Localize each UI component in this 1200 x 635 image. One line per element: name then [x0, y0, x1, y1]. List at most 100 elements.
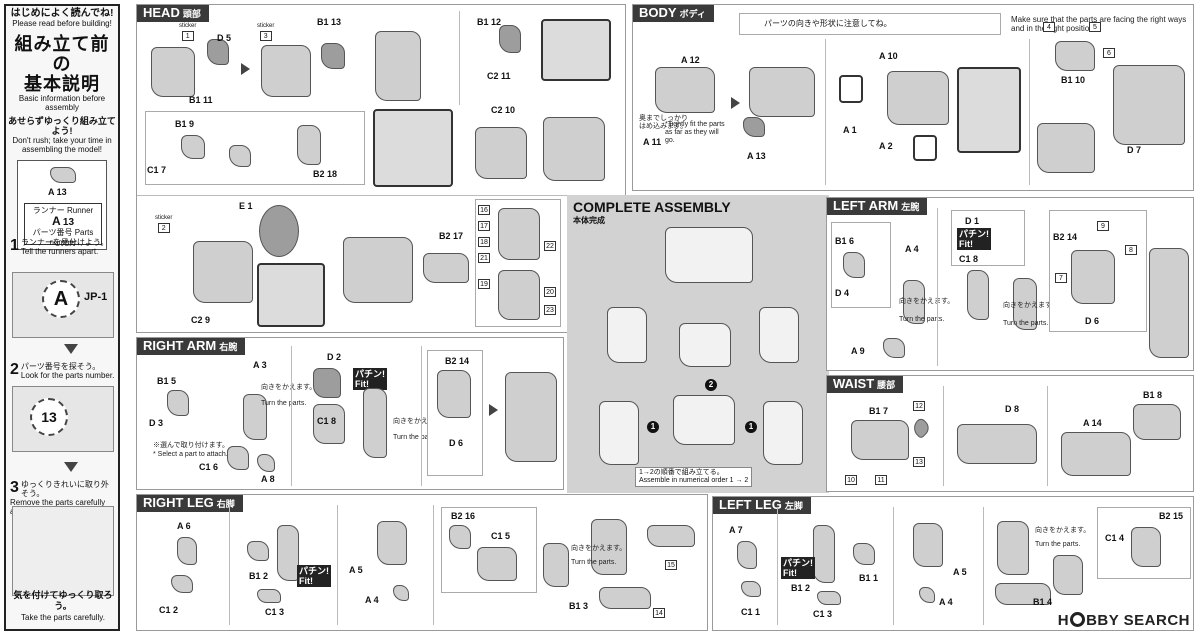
leg-part-illustration [853, 543, 875, 565]
title-jp-line2: 基本説明 [24, 74, 100, 94]
sticker-ref: 8 [1125, 244, 1137, 255]
turn-note-jp: 向きをかえます。 [261, 384, 317, 391]
part-label: B1 3 [569, 601, 589, 611]
assembly-order-jp: 1→2の順番で組み立てる。 [639, 469, 724, 476]
fit-jp: パチン! [783, 558, 813, 568]
arm-part-illustration [167, 390, 189, 416]
part-label: D 5 [217, 33, 232, 43]
parts-circle: 13 [30, 398, 68, 436]
sticker-word: sticker [179, 23, 197, 29]
sticker-num: 3 [259, 31, 272, 41]
part-label: A 5 [349, 565, 363, 575]
step-divider [937, 208, 938, 366]
sticker-ref: 5 [1089, 21, 1101, 32]
fit-en: Fit! [959, 239, 973, 249]
hand-part-illustration [227, 446, 249, 470]
assembly-order-note: 1→2の順番で組み立てる。 Assemble in numerical orde… [635, 467, 753, 487]
care-en: Take the parts carefully. [21, 613, 105, 622]
step-2: 2 パーツ番号を探そう。 Look for the parts number. [10, 362, 116, 381]
arm-part-illustration [243, 394, 267, 440]
sticker-num: 1 [181, 31, 194, 41]
leg-part-illustration [591, 519, 627, 575]
part-label: B1 8 [1143, 390, 1163, 400]
body-assembled-illustration [679, 323, 731, 367]
left-arm-title-en: LEFT ARM [833, 198, 899, 213]
face-sticker-illustration [498, 270, 540, 320]
arrow-right-icon [731, 97, 740, 109]
leg-part-illustration [177, 537, 197, 565]
subtitle-en: Basic information before assembly [18, 94, 106, 112]
arrow-right-icon [489, 404, 498, 416]
left-arm-assembled-illustration [759, 307, 799, 363]
waist-part-illustration [957, 424, 1037, 464]
step-3-jp: ゆっくりきれいに取り外そう。 [20, 480, 109, 498]
assembly-order-en: Assemble in numerical order 1 → 2 [639, 477, 749, 484]
sticker-num: 18 [478, 237, 490, 247]
body-part-illustration [1113, 65, 1185, 145]
step-1-en: Tell the runners apart. [20, 247, 99, 256]
sticker-ref: 22 [544, 240, 556, 251]
step-2-en: Look for the parts number. [20, 371, 115, 380]
head-part-illustration [193, 241, 253, 303]
waist-title-en: WAIST [833, 376, 875, 391]
part-label: B2 15 [1159, 511, 1184, 521]
arm-part-illustration [843, 252, 865, 278]
sticker-ref: 11 [875, 474, 887, 485]
head-part-illustration [375, 31, 421, 101]
sticker-ref: 15 [665, 559, 677, 570]
sticker-num: 12 [913, 401, 925, 411]
part-label: A 4 [939, 597, 953, 607]
part-label: B1 6 [835, 236, 855, 246]
fit-jp: パチン! [355, 369, 385, 379]
sticker-ref: 14 [653, 607, 665, 618]
head-assembled-illustration [665, 227, 753, 283]
sticker-ref: sticker 1 [179, 23, 196, 41]
part-label: B1 4 [1033, 597, 1053, 607]
leg-part-illustration [817, 591, 841, 605]
tip-jp: 奥までしっかりはめ込みます。 [639, 115, 688, 130]
waist-assembled-illustration [673, 395, 735, 445]
runner-tag: JP-1 [84, 291, 108, 303]
sticker-word: sticker [257, 23, 275, 29]
part-label: A 4 [905, 244, 919, 254]
fit-jp: パチン! [299, 566, 329, 576]
sticker-ref: 4 [1043, 21, 1055, 32]
fit-jp: パチン! [959, 229, 989, 239]
head-part-illustration [475, 127, 527, 179]
logo-text-right: BBY SEARCH [1086, 612, 1190, 629]
leg-part-illustration [737, 541, 757, 569]
part-label: C2 11 [487, 71, 511, 81]
part-label: A 6 [177, 521, 191, 531]
step-divider [1047, 386, 1048, 486]
leg-part-illustration [919, 587, 935, 603]
waist-part-illustration [909, 416, 933, 440]
part-label: B2 14 [1053, 232, 1078, 242]
parts-number-jp: パーツ番号 [32, 228, 73, 237]
parts-number-sample: A 13 ランナー Runner A 13 パーツ番号 Parts number [17, 160, 107, 250]
part-label: B2 14 [445, 356, 470, 366]
body-part-illustration [655, 67, 715, 113]
part-label: D 4 [835, 288, 850, 298]
step-divider [229, 505, 230, 625]
body-title-jp: ボディ [679, 9, 706, 19]
turn-note-jp: 向きをかえます。 [571, 545, 627, 552]
part-label: B1 7 [869, 406, 889, 416]
sticker-num: 10 [845, 475, 857, 485]
leg-part-illustration [393, 585, 409, 601]
leg-part-illustration [377, 521, 407, 565]
sticker-num: 2 [157, 223, 170, 233]
step-divider [943, 386, 944, 486]
head-part-illustration [151, 47, 195, 97]
head-title-en: HEAD [143, 5, 180, 20]
detail-zoom [257, 263, 325, 327]
right-arm-title-en: RIGHT ARM [143, 338, 217, 353]
left-leg-title-en: LEFT LEG [719, 497, 782, 512]
